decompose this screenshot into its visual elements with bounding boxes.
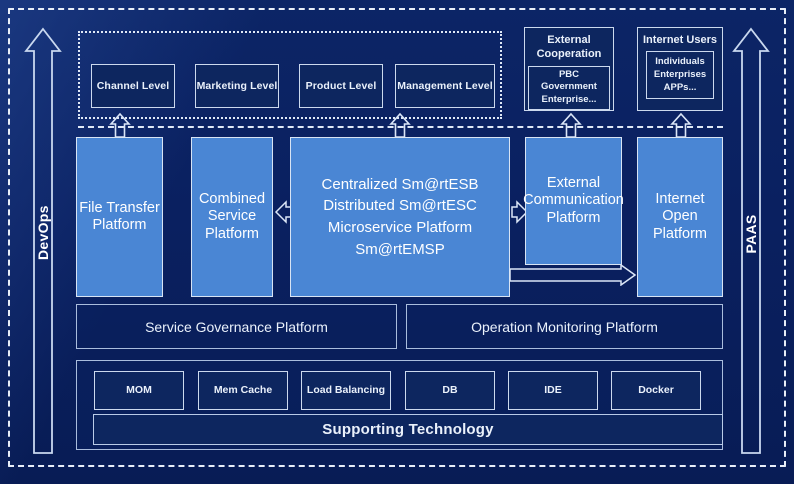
platform-internet-open-label: Internet Open Platform bbox=[653, 191, 707, 242]
external-cooperation-group[interactable]: External Cooperation PBC Government Ente… bbox=[524, 27, 614, 111]
technology-docker-label: Docker bbox=[638, 383, 674, 396]
supporting-technology-bar-label: Supporting Technology bbox=[322, 421, 494, 438]
internet-users-title: Internet Users bbox=[643, 34, 717, 46]
devops-label: DevOps bbox=[35, 205, 51, 260]
internet-users-items: Individuals Enterprises APPs... bbox=[646, 51, 714, 100]
paas-label: PAAS bbox=[743, 214, 759, 254]
external-cooperation-items-label: PBC Government Enterprise... bbox=[541, 68, 597, 106]
arrow-esb-to-internet-open bbox=[509, 264, 637, 286]
platform-esb-esc-emsp[interactable]: Centralized Sm@rtESB Distributed Sm@rtES… bbox=[290, 137, 510, 297]
business-level-management[interactable]: Management Level bbox=[395, 64, 495, 108]
technology-db[interactable]: DB bbox=[405, 371, 495, 410]
technology-docker[interactable]: Docker bbox=[611, 371, 701, 410]
connector-up-arrow-internet-open bbox=[670, 112, 692, 138]
business-level-channel[interactable]: Channel Level bbox=[91, 64, 175, 108]
external-cooperation-items: PBC Government Enterprise... bbox=[528, 65, 610, 111]
business-level-product[interactable]: Product Level bbox=[299, 64, 383, 108]
technology-mom-label: MOM bbox=[126, 383, 152, 396]
platform-file-transfer[interactable]: File Transfer Platform bbox=[76, 137, 163, 297]
business-level-product-label: Product Level bbox=[305, 80, 377, 92]
operation-monitoring-platform-label: Operation Monitoring Platform bbox=[471, 318, 658, 335]
outer-boundary-frame bbox=[8, 8, 786, 467]
technology-ide-label: IDE bbox=[544, 383, 562, 396]
paas-up-arrow-icon bbox=[731, 26, 771, 456]
connector-up-arrow-external-comm bbox=[560, 112, 582, 138]
business-level-marketing-label: Marketing Level bbox=[196, 80, 278, 92]
platform-combined-service[interactable]: Combined Service Platform bbox=[191, 137, 273, 297]
internet-users-items-label: Individuals Enterprises APPs... bbox=[653, 56, 707, 93]
technology-mem-cache-label: Mem Cache bbox=[213, 383, 273, 396]
devops-up-arrow-icon bbox=[23, 26, 63, 456]
business-level-management-label: Management Level bbox=[397, 80, 493, 92]
service-governance-platform[interactable]: Service Governance Platform bbox=[76, 304, 397, 349]
technology-load-balancing-label: Load Balancing bbox=[306, 383, 386, 396]
platform-file-transfer-label: File Transfer Platform bbox=[79, 199, 160, 233]
layer-separator-dashed bbox=[78, 126, 723, 128]
platform-esb-esc-emsp-label: Centralized Sm@rtESB Distributed Sm@rtES… bbox=[321, 175, 479, 258]
technology-ide[interactable]: IDE bbox=[508, 371, 598, 410]
platform-external-communication-label: External Communication Platform bbox=[523, 175, 624, 226]
supporting-technology-bar[interactable]: Supporting Technology bbox=[93, 414, 723, 445]
operation-monitoring-platform[interactable]: Operation Monitoring Platform bbox=[406, 304, 723, 349]
connector-up-arrow-file-transfer bbox=[109, 112, 131, 138]
internet-users-group[interactable]: Internet Users Individuals Enterprises A… bbox=[637, 27, 723, 111]
technology-load-balancing[interactable]: Load Balancing bbox=[301, 371, 391, 410]
service-governance-platform-label: Service Governance Platform bbox=[145, 318, 328, 335]
platform-external-communication[interactable]: External Communication Platform bbox=[523, 137, 624, 265]
technology-mem-cache[interactable]: Mem Cache bbox=[198, 371, 288, 410]
platform-combined-service-label: Combined Service Platform bbox=[198, 191, 266, 242]
business-levels-frame bbox=[78, 31, 502, 119]
devops-rail: DevOps bbox=[23, 26, 63, 456]
arrow-esb-to-external-comm bbox=[511, 199, 529, 225]
platform-internet-open[interactable]: Internet Open Platform bbox=[637, 137, 723, 297]
paas-rail: PAAS bbox=[731, 26, 771, 456]
business-level-marketing[interactable]: Marketing Level bbox=[195, 64, 279, 108]
connector-up-arrow-esb bbox=[389, 112, 411, 138]
business-level-channel-label: Channel Level bbox=[96, 80, 170, 92]
external-cooperation-title: External Cooperation bbox=[536, 34, 602, 61]
technology-db-label: DB bbox=[442, 383, 458, 396]
technology-mom[interactable]: MOM bbox=[94, 371, 184, 410]
